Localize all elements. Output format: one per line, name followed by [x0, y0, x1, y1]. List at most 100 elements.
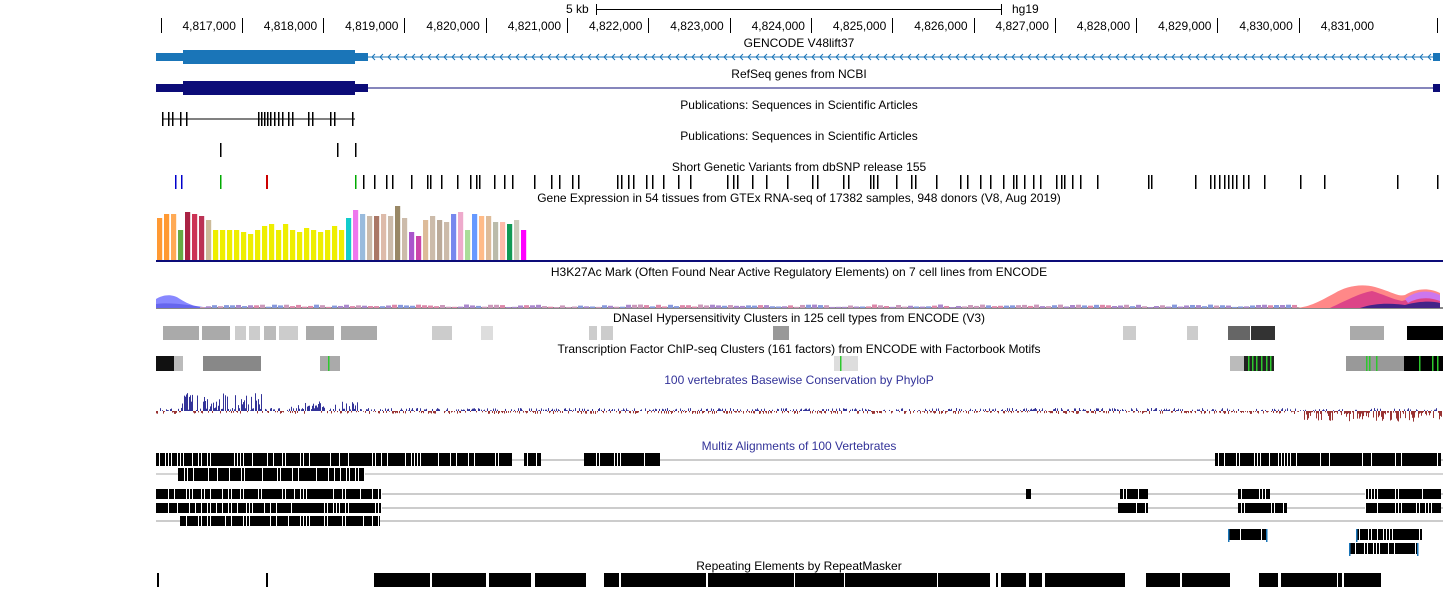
h3k27ac-signal — [914, 306, 919, 308]
track-label-phylop[interactable]: 100 vertebrates Basewise Conservation by… — [664, 373, 934, 387]
phylop-score — [463, 409, 464, 411]
track-label-h3k27ac[interactable]: H3K27Ac Mark (Often Found Near Active Re… — [550, 265, 1048, 279]
track-label-publications-2[interactable]: Publications: Sequences in Scientific Ar… — [680, 129, 918, 143]
phylop-score — [220, 411, 221, 414]
phylop-score — [175, 411, 176, 414]
tfbs-motif — [1366, 356, 1368, 371]
refseq-gene-track[interactable] — [0, 81, 1443, 95]
track-label-repeatmasker[interactable]: Repeating Elements by RepeatMasker — [696, 559, 902, 573]
phylop-score — [474, 408, 475, 411]
phylop-score — [661, 411, 662, 414]
phylop-score — [1323, 409, 1324, 411]
repeatmasker-track[interactable] — [0, 572, 1443, 589]
h3k27ac-signal — [206, 306, 211, 308]
alignment-gap — [1362, 453, 1363, 466]
alignment-gap — [192, 453, 193, 466]
snp-mark — [392, 175, 394, 189]
phylop-score — [788, 411, 789, 414]
track-label-tfbs[interactable]: Transcription Factor ChIP-seq Clusters (… — [557, 342, 1041, 356]
phylop-score — [995, 408, 996, 411]
phylop-score — [672, 411, 673, 413]
h3k27ac-signal — [1100, 304, 1105, 308]
phylop-score — [350, 409, 351, 411]
phylop-score — [413, 410, 414, 411]
track-label-multiz[interactable]: Multiz Alignments of 100 Vertebrates — [701, 439, 897, 453]
phylop-score — [899, 411, 900, 413]
phylop-score — [637, 411, 638, 413]
phylop-score — [740, 409, 741, 411]
tfbs-motif — [1248, 356, 1250, 371]
h3k27ac-signal — [350, 306, 355, 308]
phylop-score — [164, 411, 165, 412]
phylop-score — [898, 409, 899, 411]
phylop-score — [401, 408, 402, 411]
phylop-score — [237, 411, 238, 413]
phylop-score — [783, 408, 784, 411]
strand-arrow — [875, 53, 880, 61]
track-label-gencode[interactable]: GENCODE V48lift37 — [743, 36, 855, 50]
h3k27ac-signal — [410, 305, 415, 308]
h3k27ac-signal — [854, 306, 859, 308]
strand-arrow — [475, 53, 480, 61]
tfbs-cluster — [156, 356, 174, 371]
phylop-score — [367, 409, 368, 411]
phylop-score — [1421, 411, 1422, 416]
strand-arrow — [651, 53, 656, 61]
phylop-score — [1400, 411, 1401, 419]
track-label-publications-1[interactable]: Publications: Sequences in Scientific Ar… — [680, 98, 918, 112]
dbsnp-variant-track[interactable] — [0, 172, 1443, 192]
h3k27ac-signal — [440, 305, 445, 308]
phylop-score — [868, 409, 869, 411]
track-label-refseq[interactable]: RefSeq genes from NCBI — [731, 67, 867, 81]
phylop-score — [180, 411, 181, 413]
phylop-score — [805, 408, 806, 411]
gencode-gene-track[interactable] — [0, 50, 1443, 64]
snp-mark — [1195, 175, 1197, 189]
phylop-score — [655, 408, 656, 411]
alignment-gap — [1260, 453, 1261, 466]
h3k27ac-signal — [878, 305, 883, 308]
phylop-score — [1079, 408, 1080, 411]
phylop-score — [498, 411, 499, 414]
tfbs-cluster-track[interactable] — [0, 355, 1443, 373]
track-label-gtex[interactable]: Gene Expression in 54 tissues from GTEx … — [537, 191, 1061, 205]
dnase-cluster — [601, 326, 613, 340]
track-label-dnase[interactable]: DNaseI Hypersensitivity Clusters in 125 … — [612, 311, 986, 325]
h3k27ac-signal-track[interactable] — [0, 277, 1443, 311]
gtex-expression-track[interactable] — [0, 205, 1443, 263]
h3k27ac-signal — [1250, 305, 1255, 308]
phylop-score — [688, 408, 689, 411]
phylop-score — [813, 409, 814, 411]
phylop-score — [845, 409, 846, 411]
dnase-cluster-track[interactable] — [0, 325, 1443, 341]
phylop-score — [1198, 409, 1199, 411]
publications-track-2[interactable] — [0, 141, 1443, 159]
publications-track-1[interactable] — [0, 110, 1443, 130]
ruler-position-label: 4,825,000 — [832, 19, 887, 33]
track-label-dbsnp[interactable]: Short Genetic Variants from dbSNP releas… — [671, 160, 927, 174]
multiz-alignment-track[interactable] — [0, 452, 1443, 558]
phylop-score — [262, 411, 263, 413]
phylop-score — [241, 399, 242, 411]
h3k27ac-signal — [1154, 306, 1159, 308]
phylop-conservation-track[interactable] — [0, 386, 1443, 426]
phylop-score — [787, 411, 788, 413]
tfbs-cluster — [203, 356, 261, 371]
snp-mark — [911, 175, 913, 189]
strand-arrow — [923, 53, 928, 61]
phylop-score — [817, 411, 818, 414]
phylop-score — [429, 411, 430, 413]
phylop-score — [1308, 411, 1309, 419]
phylop-score — [725, 408, 726, 411]
alignment-gap — [1416, 503, 1417, 513]
phylop-score — [523, 411, 524, 413]
snp-mark — [1072, 175, 1074, 189]
strand-arrow — [1267, 53, 1272, 61]
phylop-score — [611, 410, 612, 411]
h3k27ac-signal — [308, 305, 313, 308]
repeat-element — [1259, 573, 1278, 587]
phylop-score — [1022, 411, 1023, 413]
phylop-score — [547, 411, 548, 412]
